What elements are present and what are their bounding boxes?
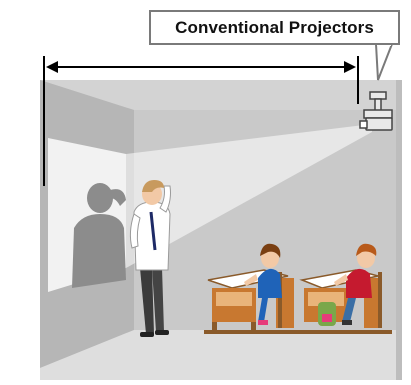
projector-icon — [359, 91, 393, 131]
student-boy-figure — [334, 243, 382, 328]
ceiling — [40, 80, 402, 110]
dimension-arrow-icon — [43, 56, 359, 186]
student-girl-figure — [244, 243, 294, 328]
desk-icon — [204, 269, 304, 334]
callout-pointer — [374, 43, 394, 81]
backpack-icon — [318, 302, 336, 326]
right-wall-edge — [396, 80, 402, 380]
teacher-shadow — [72, 183, 126, 288]
teacher-figure — [129, 180, 171, 337]
projector-beam — [126, 124, 372, 268]
floor — [40, 330, 402, 380]
callout-label: Conventional Projectors — [149, 10, 400, 45]
